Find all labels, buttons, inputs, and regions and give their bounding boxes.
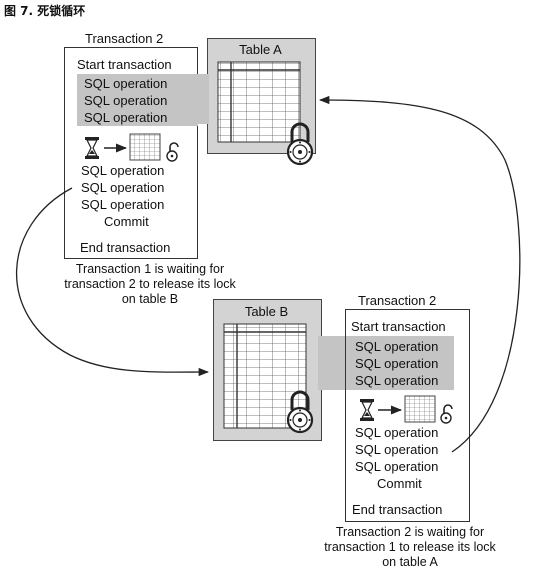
- sql-operation: SQL operation: [84, 110, 168, 125]
- lock-band: [318, 336, 346, 390]
- start-transaction: Start transaction: [77, 57, 172, 72]
- table-a-grid: [217, 61, 301, 143]
- combination-lock-icon: [286, 390, 314, 434]
- combination-lock-icon: [286, 122, 314, 166]
- mini-table-icon: [404, 395, 436, 423]
- sql-operation: SQL operation: [81, 180, 165, 195]
- locked-operations-band: [77, 74, 198, 126]
- sql-operation: SQL operation: [355, 425, 439, 440]
- hourglass-icon: [85, 137, 99, 159]
- lock-band: [197, 74, 209, 124]
- locked-operations-band: [346, 336, 454, 390]
- sql-operation: SQL operation: [355, 442, 439, 457]
- figure-title: 图 7. 死锁循环: [4, 4, 86, 18]
- wait-caption-line: on table B: [121, 292, 179, 306]
- commit: Commit: [104, 214, 149, 229]
- wait-caption-line: Transaction 1 is waiting for: [75, 262, 225, 276]
- table-b-title: Table B: [244, 304, 289, 319]
- commit: Commit: [377, 476, 422, 491]
- wait-arrow-to-table-a: [318, 95, 521, 453]
- hourglass-icon: [360, 399, 374, 421]
- table-a-title: Table A: [239, 42, 282, 57]
- sql-operation: SQL operation: [355, 339, 439, 354]
- transaction-title: Transaction 2: [358, 293, 437, 308]
- start-transaction: Start transaction: [351, 319, 446, 334]
- wait-caption-line: on table A: [382, 555, 438, 569]
- sql-operation: SQL operation: [84, 93, 168, 108]
- sql-operation: SQL operation: [355, 459, 439, 474]
- sql-operation: SQL operation: [84, 76, 168, 91]
- sql-operation: SQL operation: [81, 163, 165, 178]
- unlocked-padlock-icon: [166, 142, 179, 162]
- transaction-title: Transaction 2: [85, 31, 164, 46]
- mini-table-icon: [129, 133, 161, 161]
- wait-arrow-to-table-b: [15, 187, 210, 377]
- wait-caption-line: transaction 1 to release its lock: [324, 540, 496, 554]
- end-transaction: End transaction: [352, 502, 443, 517]
- wait-caption-line: Transaction 2 is waiting for: [335, 525, 485, 539]
- table-b-grid: [223, 323, 307, 429]
- unlocked-padlock-icon: [440, 404, 453, 424]
- wait-caption-line: transaction 2 to release its lock: [64, 277, 236, 291]
- sql-operation: SQL operation: [355, 356, 439, 371]
- end-transaction: End transaction: [80, 240, 171, 255]
- sql-operation: SQL operation: [355, 373, 439, 388]
- sql-operation: SQL operation: [81, 197, 165, 212]
